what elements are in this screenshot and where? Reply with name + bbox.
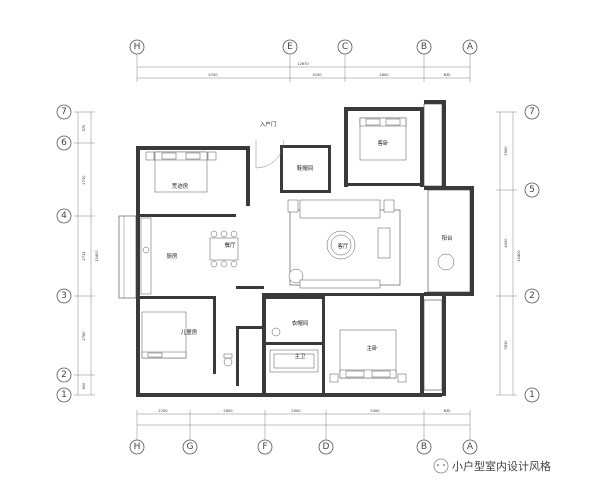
left-dim-3: 2715 (82, 251, 86, 260)
walls (136, 100, 474, 397)
grid-label: 2 (61, 370, 67, 380)
grid-label: G (187, 442, 194, 452)
room-labels: 入户门 鞋帽间 客卧 荒迹房 餐厅 客厅 厨房 阳台 儿童房 衣帽间 主卧 主卫 (166, 120, 453, 360)
bottom-dim-4: 5300 (370, 409, 380, 413)
grid-label: 4 (61, 211, 67, 221)
grid-label: 3 (61, 291, 67, 301)
grid-axis-right: 7 5 2 1 (524, 104, 540, 403)
grid-label: 1 (529, 390, 535, 400)
left-dim-4: 2780 (82, 331, 86, 341)
room-label-elder: 荒迹房 (172, 182, 189, 190)
right-dim-2: 4000 (504, 238, 508, 248)
grid-label: C (342, 42, 348, 52)
windows (118, 103, 471, 391)
right-dim-total: 10400 (517, 250, 521, 262)
grid-label: A (467, 42, 474, 52)
left-dimension-lines: 570 2710 2715 2780 600 10400 (74, 111, 99, 396)
top-dim-2: 3100 (312, 73, 322, 77)
right-dimension-lines: 2590 4000 3830 10400 (496, 111, 521, 396)
bottom-dimension-lines: 2700 2800 2000 5300 830 (136, 409, 471, 430)
grid-label: A (467, 442, 474, 452)
top-dimension-lines: 12670 5700 3100 2800 830 (136, 62, 471, 82)
right-dim-3: 3830 (504, 340, 508, 350)
room-label-living: 客厅 (337, 242, 349, 250)
bottom-dim-5: 830 (444, 409, 452, 413)
grid-label: 7 (529, 107, 535, 117)
furniture (140, 117, 455, 383)
bottom-dim-2: 2800 (223, 409, 233, 413)
top-dim-3: 2800 (379, 73, 389, 77)
watermark-text: 小户型室内设计风格 (452, 459, 551, 473)
grid-label: F (262, 442, 267, 452)
grid-axis-bottom: H G F D B A (129, 430, 478, 455)
left-dim-total: 10400 (95, 250, 99, 262)
entry-door (255, 139, 285, 169)
room-label-bath: 主卫 (294, 352, 306, 360)
top-dim-1: 5700 (208, 73, 218, 77)
left-dim-5: 600 (82, 382, 86, 390)
top-dim-4: 830 (444, 73, 452, 77)
grid-label: 5 (529, 185, 535, 195)
bottom-dim-1: 2700 (158, 409, 168, 413)
grid-label: B (421, 42, 427, 52)
room-label-master2: 客卧 (377, 139, 389, 147)
room-label-cloak: 衣帽间 (292, 319, 309, 327)
room-label-shoe: 鞋帽间 (297, 164, 314, 172)
room-label-entry: 入户门 (260, 120, 277, 128)
grid-label: 6 (61, 138, 67, 148)
grid-axis-left: 7 6 4 3 2 1 (56, 104, 72, 403)
grid-label: 2 (529, 291, 535, 301)
grid-label: 7 (61, 107, 67, 117)
grid-label: H (134, 42, 141, 52)
room-label-balcony: 阳台 (441, 234, 453, 242)
watermark: 小户型室内设计风格 (433, 458, 551, 474)
room-label-kitchen: 厨房 (166, 252, 178, 260)
left-dim-2: 2710 (82, 175, 86, 185)
room-label-child: 儿童房 (181, 328, 198, 336)
bottom-dim-3: 2000 (291, 409, 301, 413)
grid-label: H (134, 442, 141, 452)
grid-label: E (287, 42, 293, 52)
left-dim-1: 570 (82, 124, 86, 132)
room-label-master: 主卧 (366, 344, 378, 352)
grid-label: D (323, 442, 330, 452)
room-label-dining: 餐厅 (224, 241, 236, 249)
right-dim-1: 2590 (504, 146, 508, 156)
wechat-icon (433, 458, 449, 474)
grid-axis-top: H E C B A (129, 39, 478, 62)
grid-label: 1 (61, 390, 67, 400)
top-total-dim: 12670 (297, 62, 309, 66)
grid-label: B (421, 442, 427, 452)
